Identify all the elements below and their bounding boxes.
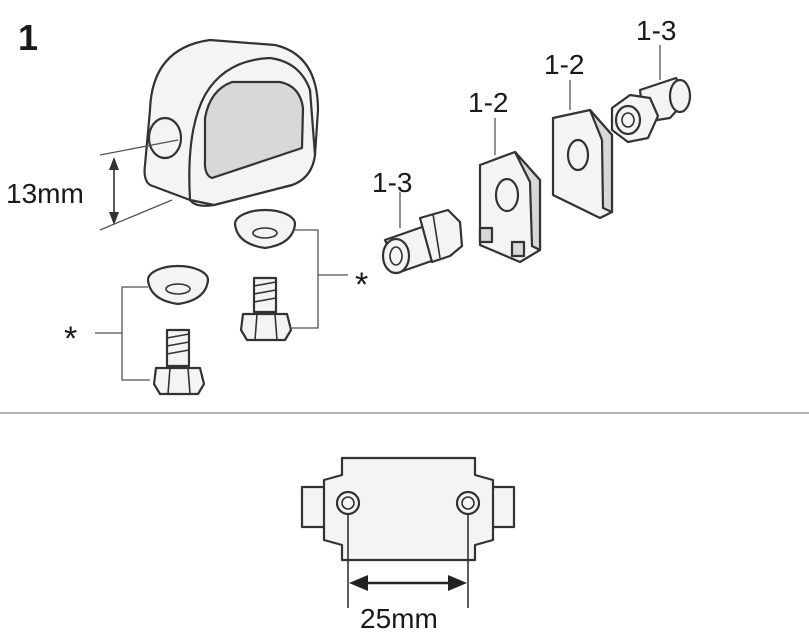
height-dimension-label: 13mm — [6, 178, 84, 209]
label-spacer-left: 1-3 — [372, 167, 412, 198]
bracket-line-left — [121, 286, 150, 381]
asterisk-right: * — [355, 266, 368, 304]
screw-left — [152, 328, 206, 396]
label-bracket-left: 1-2 — [468, 87, 508, 118]
asterisk-left: * — [64, 320, 77, 358]
lamp-housing — [143, 38, 320, 207]
plate-hole-left — [335, 490, 361, 516]
plate-hole-right — [455, 490, 481, 516]
housing-side-hole — [147, 116, 183, 160]
spacing-dimension-label: 25mm — [360, 603, 438, 634]
plate-plan-view — [300, 456, 516, 562]
bracket-right — [551, 80, 614, 220]
label-bracket-right: 1-2 — [544, 49, 584, 80]
bracket-left — [478, 118, 542, 264]
spacer-right — [610, 45, 692, 144]
washer-left — [146, 264, 210, 306]
screw-middle — [239, 276, 293, 342]
label-spacer-right: 1-3 — [636, 15, 676, 46]
height-dimension — [99, 139, 179, 231]
step-number: 1 — [18, 17, 38, 58]
spacer-left — [381, 192, 464, 275]
washer-middle — [233, 208, 297, 250]
bracket-line-middle — [290, 229, 319, 329]
spacing-dimension — [347, 515, 469, 608]
